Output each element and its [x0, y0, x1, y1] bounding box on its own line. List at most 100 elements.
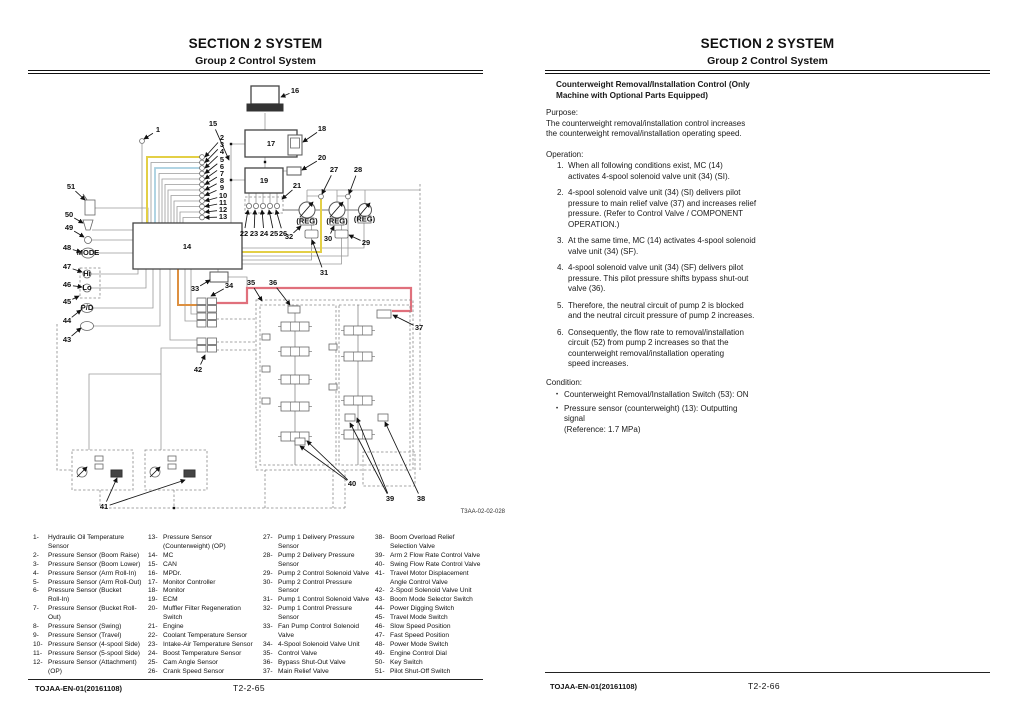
monitor-box [287, 134, 303, 156]
two-spool-solenoid-unit [196, 337, 217, 353]
legend-item-text: Muffler Filter Regeneration Switch [163, 605, 241, 622]
label-leader-line [72, 268, 83, 274]
label-leader-line [73, 230, 85, 238]
legend-item-text: Swing Flow Rate Control Valve [390, 560, 481, 568]
legend-item-text: Pressure Sensor (Boom Raise) [48, 551, 140, 559]
legend-item-number: 50- [375, 658, 385, 666]
right-page-header: SECTION 2 SYSTEM Group 2 Control System [545, 36, 990, 67]
diagram-labels: 1234567891011121314151617181920212223242… [63, 86, 425, 511]
legend-item: 30-Pump 2 Control Pressure Sensor [263, 579, 375, 597]
legend-item-text: Slow Speed Position [390, 623, 451, 631]
legend-item: 44-Power Digging Switch [375, 605, 509, 614]
operation-item-text: 4-spool solenoid valve unit (34) (SF) de… [568, 263, 749, 293]
label-leader-line [293, 225, 302, 234]
diagram-label: 50 [65, 210, 73, 219]
legend-item: 28-Pump 2 Delivery Pressure Sensor [263, 552, 375, 570]
slow-speed-icon [82, 283, 92, 293]
label-leader-line [384, 421, 419, 494]
diagram-label: 49 [65, 223, 73, 232]
diagram-label: 25 [270, 229, 278, 238]
control-system-diagram: 1234567891011121314151617181920212223242… [56, 85, 425, 511]
legend-item-text: Pressure Sensor (Travel) [48, 631, 122, 639]
legend-item-text: Engine [163, 623, 184, 631]
arm2-flow-rate-valve [344, 413, 356, 422]
diagram-label: 18 [318, 124, 326, 133]
legend-item: 10-Pressure Sensor (4-spool Side) [33, 641, 148, 650]
diagram-label: 13 [219, 212, 227, 221]
legend-item-number: 39- [375, 551, 385, 559]
legend-item-text: Coolant Temperature Sensor [163, 631, 248, 639]
right-group-title: Group 2 Control System [707, 55, 828, 67]
diagram-label: 24 [260, 229, 269, 238]
legend-item-text: Pump 1 Delivery Pressure Sensor [278, 534, 355, 550]
highlighted-wires [146, 156, 413, 313]
legend-item-number: 22- [148, 631, 158, 639]
diagram-label: 8 [220, 176, 224, 185]
legend-item-text: Pressure Sensor (Bucket Roll-In) [48, 587, 122, 604]
legend-item-number: 15- [148, 560, 158, 568]
legend-item-text: Cam Angle Sensor [163, 658, 218, 666]
legend-item-text: Control Valve [278, 649, 318, 657]
legend-item-number: 6- [33, 587, 39, 595]
legend-item: 50-Key Switch [375, 659, 509, 668]
legend-item-text: Monitor Controller [163, 578, 216, 586]
legend-item-text: Travel Mode Switch [390, 614, 448, 622]
legend-item-text: Pressure Sensor (Arm Roll-In) [48, 569, 137, 577]
four-spool-solenoid-unit [196, 297, 217, 328]
legend-item-number: 51- [375, 667, 385, 675]
label-leader-line [392, 314, 414, 326]
diagram-label: 14 [183, 242, 192, 251]
legend-item: 11-Pressure Sensor (5-spool Side) [33, 650, 148, 659]
legend-item: 21-Engine [148, 623, 263, 632]
label-leader-line [204, 197, 218, 203]
legend-item-text: Fan Pump Control Solenoid Valve [278, 623, 360, 639]
label-leader-line [244, 209, 250, 229]
diagram-label: 31 [320, 268, 328, 277]
legend-item-number: 43- [375, 596, 385, 604]
diagram-label: 51 [67, 182, 75, 191]
right-footer-page: T2-2-66 [748, 681, 780, 691]
purpose-label: Purpose: [546, 108, 579, 117]
diagram-wires [56, 113, 421, 509]
legend-item: 20-Muffler Filter Regeneration Switch [148, 605, 263, 623]
legend-item-number: 28- [263, 551, 273, 559]
legend-item: 22- Coolant Temperature Sensor [148, 632, 263, 641]
travel-mode-switch-box [79, 267, 101, 299]
section-heading: Counterweight Removal/Installation Contr… [556, 80, 750, 100]
diagram-label: 12 [219, 205, 227, 214]
legend-item-text: Pump 1 Control Pressure Sensor [278, 605, 353, 622]
label-leader-line [301, 160, 318, 171]
condition-item-text: Counterweight Removal/Installation Switc… [564, 390, 749, 399]
legend-item: 31- Pump 1 Control Solenoid Valve [263, 596, 375, 605]
legend-item-number: 31- [263, 596, 273, 604]
operation-item-number: 2. [557, 188, 564, 197]
diagram-label: 39 [386, 494, 394, 503]
diagram-label: 44 [63, 316, 72, 325]
ecm-box [244, 167, 284, 194]
legend-item-number: 40- [375, 560, 385, 568]
fast-speed-icon [82, 269, 92, 279]
legend-item-number: 12- [33, 658, 43, 666]
diagram-label: Lo [82, 283, 92, 292]
label-leader-line [348, 234, 361, 241]
legend-item: 18-Monitor [148, 587, 263, 596]
diagram-label: 42 [194, 365, 202, 374]
legend-item-text: 2-Spool Solenoid Valve Unit [390, 587, 472, 595]
operation-item-number: 3. [557, 236, 564, 245]
legend-item-text: Pump 1 Control Solenoid Valve [278, 596, 370, 604]
label-leader-line [215, 129, 230, 161]
label-leader-line [204, 142, 219, 158]
legend-item-text: Pressure Sensor (Attachment) (OP) [48, 658, 137, 675]
right-section-title: SECTION 2 SYSTEM [700, 36, 835, 51]
legend-item-number: 19- [148, 596, 158, 604]
diagram-label: 45 [63, 297, 71, 306]
right-footer-rule [545, 672, 990, 673]
diagram-label: (REG) [326, 216, 348, 225]
main-relief-valve [376, 309, 392, 319]
label-leader-line [106, 477, 118, 502]
legend-item-number: 14- [148, 551, 158, 559]
diagram-label: 41 [100, 502, 108, 511]
operation-item: 4. 4-spool solenoid valve unit (34) (SF)… [557, 263, 897, 295]
